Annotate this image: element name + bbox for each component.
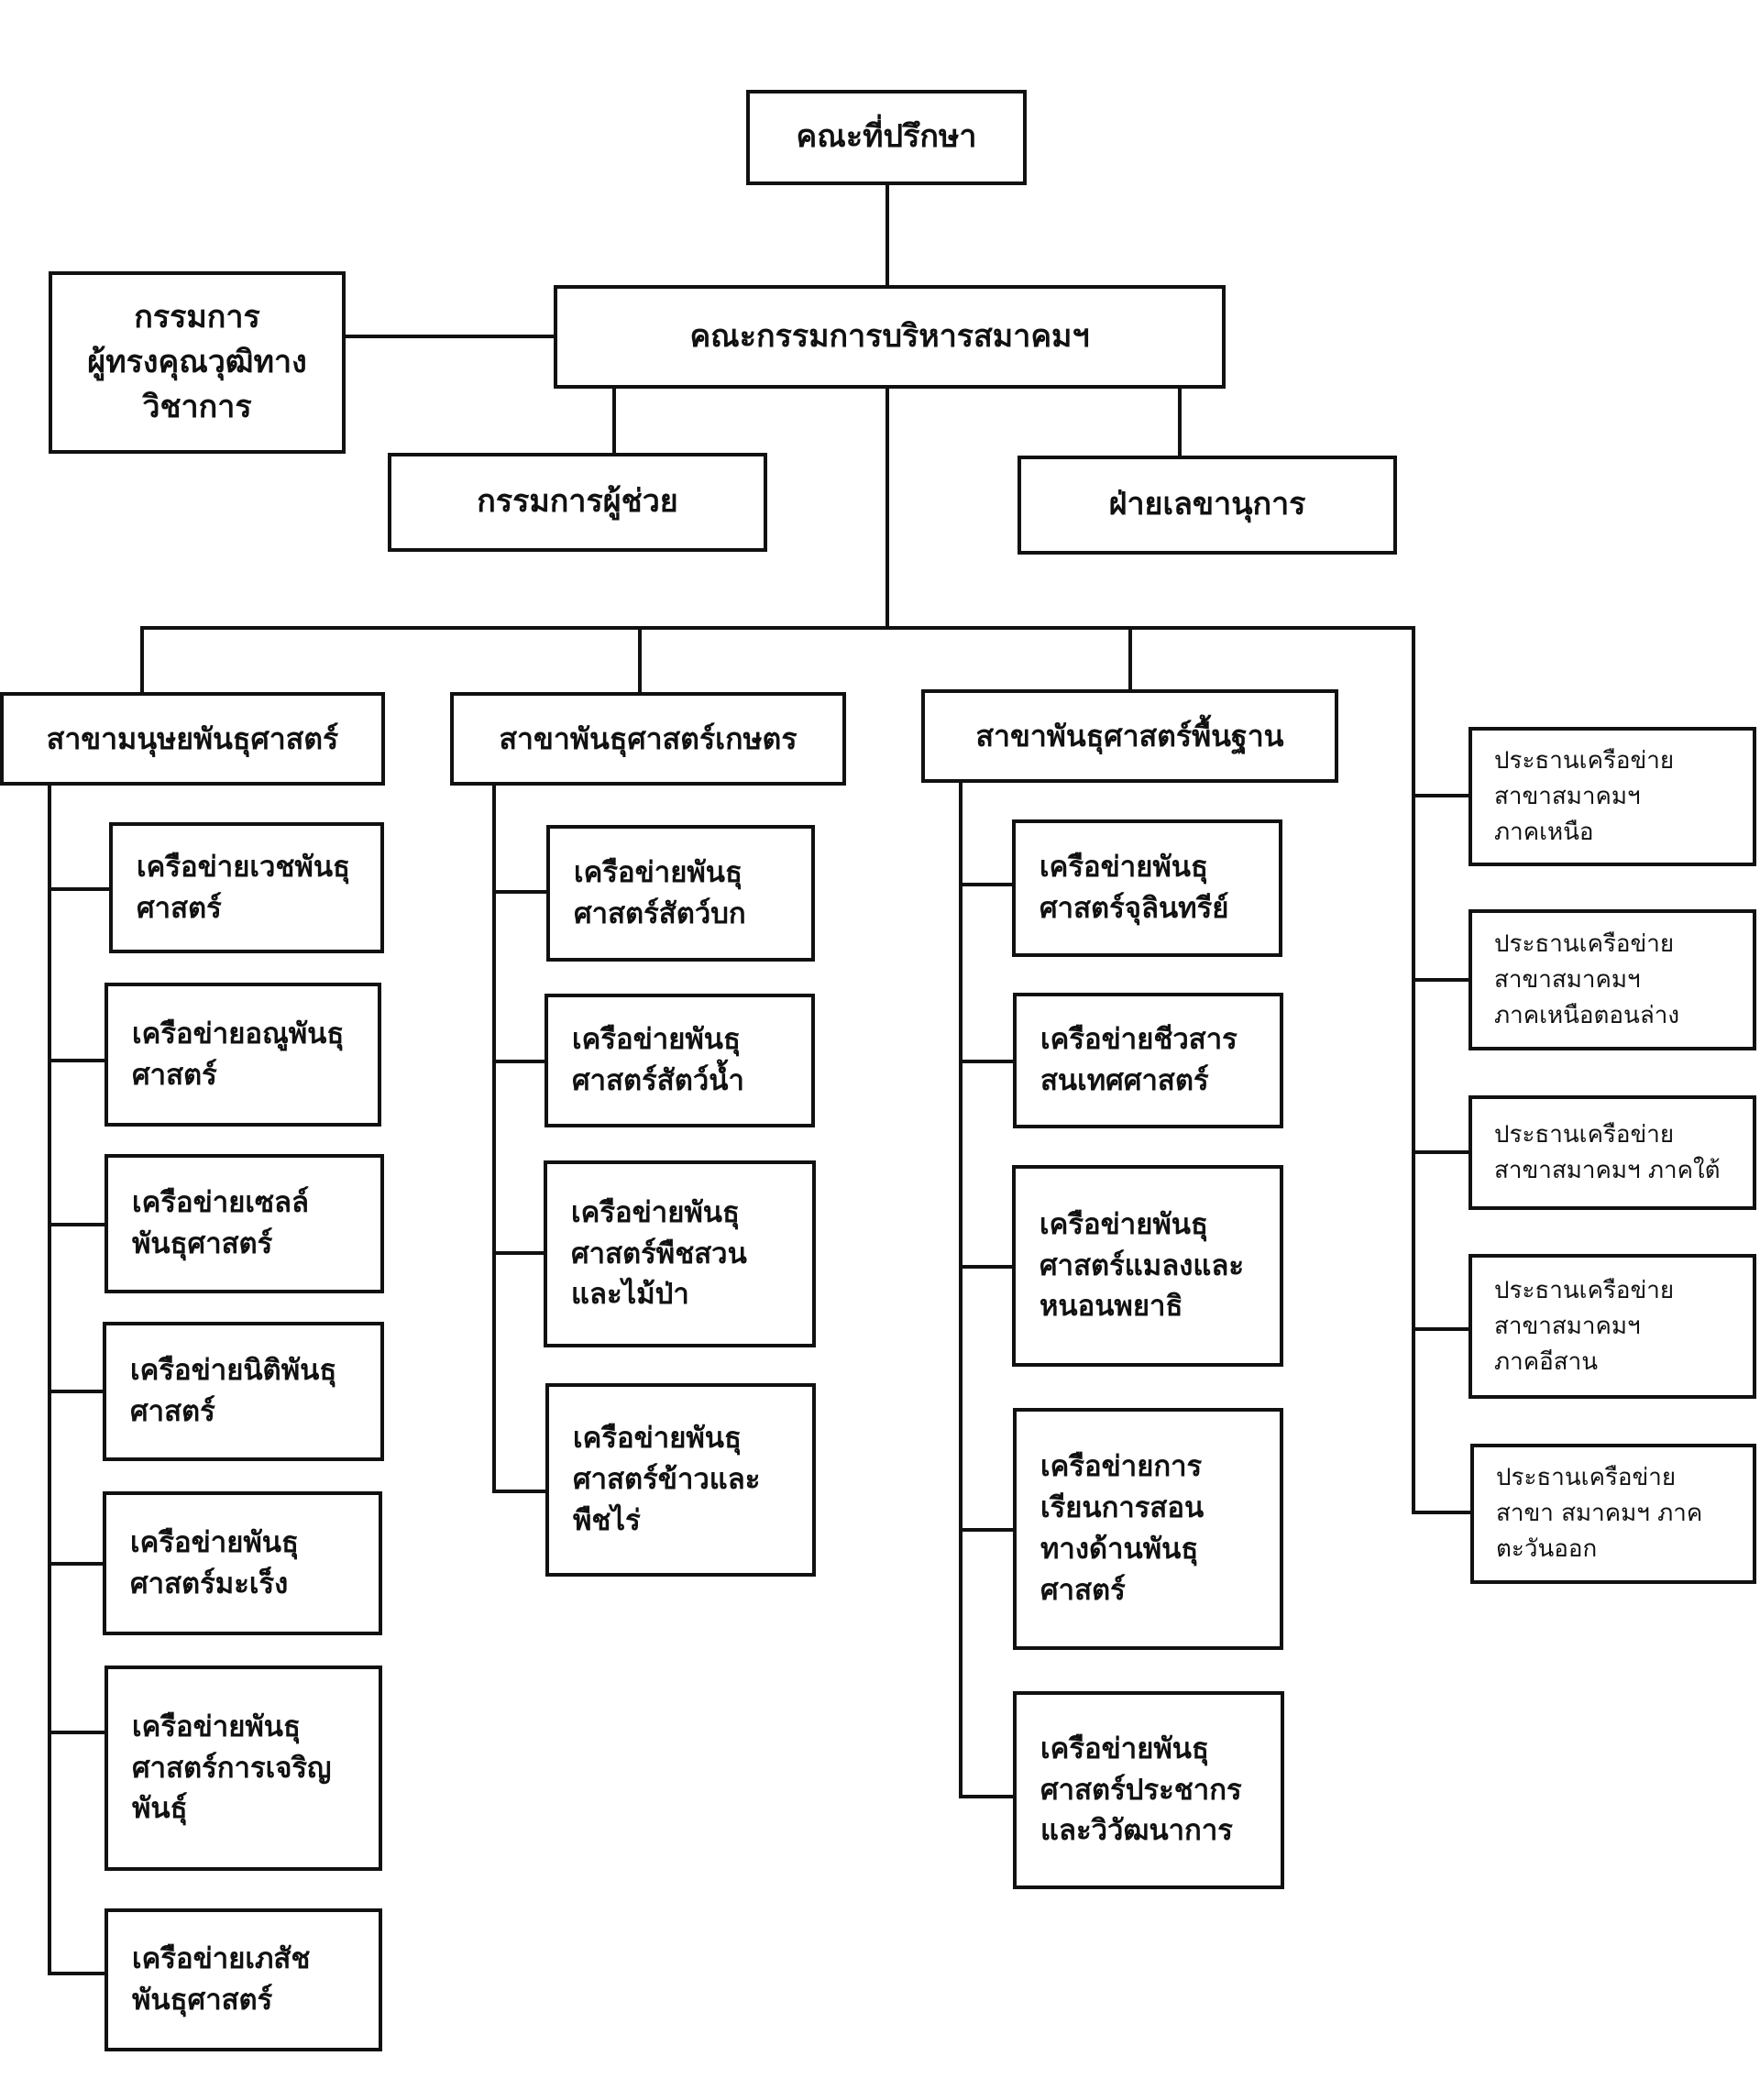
- regional-chair-northeast: ประธานเครือข่าย สาขาสมาคมฯ ภาคอีสาน: [1468, 1254, 1756, 1399]
- network-molecular-genetics: เครือข่ายอณูพันธุ ศาสตร์: [104, 983, 381, 1127]
- network-aquatic-animal-genetics: เครือข่ายพันธุ ศาสตร์สัตว์น้ำ: [544, 994, 815, 1127]
- secretariat-box: ฝ่ายเลขานุการ: [1018, 456, 1397, 555]
- division-basic-genetics: สาขาพันธุศาสตร์พื้นฐาน: [921, 689, 1338, 783]
- honorary-academic-box: กรรมการ ผู้ทรงคุณวุฒิทาง วิชาการ: [49, 271, 346, 454]
- regional-chair-north: ประธานเครือข่าย สาขาสมาคมฯ ภาคเหนือ: [1468, 727, 1756, 866]
- network-pharmacogenetics: เครือข่ายเภสัช พันธุศาสตร์: [104, 1908, 382, 2051]
- network-rice-field-crop-genetics: เครือข่ายพันธุ ศาสตร์ข้าวและ พืชไร่: [545, 1383, 816, 1577]
- regional-chair-south: ประธานเครือข่าย สาขาสมาคมฯ ภาคใต้: [1468, 1095, 1756, 1210]
- network-cytogenetics: เครือข่ายเซลล์ พันธุศาสตร์: [104, 1154, 384, 1293]
- advisors-box: คณะที่ปรึกษา: [746, 90, 1027, 185]
- network-horticulture-forestry-genetics: เครือข่ายพันธุ ศาสตร์พืชสวน และไม้ป่า: [544, 1160, 816, 1347]
- network-livestock-genetics: เครือข่ายพันธุ ศาสตร์สัตว์บก: [546, 825, 815, 962]
- network-bioinformatics: เครือข่ายชีวสาร สนเทศศาสตร์: [1013, 993, 1283, 1128]
- network-genetics-education: เครือข่ายการ เรียนการสอน ทางด้านพันธุ ศา…: [1013, 1408, 1283, 1650]
- network-cancer-genetics: เครือข่ายพันธุ ศาสตร์มะเร็ง: [103, 1491, 382, 1635]
- division-agricultural-genetics: สาขาพันธุศาสตร์เกษตร: [450, 692, 846, 786]
- regional-chair-lower-north: ประธานเครือข่าย สาขาสมาคมฯ ภาคเหนือตอนล่…: [1468, 909, 1756, 1050]
- network-forensic-genetics: เครือข่ายนิติพันธุ ศาสตร์: [103, 1322, 384, 1461]
- division-human-genetics: สาขามนุษยพันธุศาสตร์: [0, 692, 385, 786]
- assistant-committee-box: กรรมการผู้ช่วย: [388, 453, 767, 552]
- network-insect-helminth-genetics: เครือข่ายพันธุ ศาสตร์แมลงและ หนอนพยาธิ: [1012, 1165, 1283, 1367]
- network-microbial-genetics: เครือข่ายพันธุ ศาสตร์จุลินทรีย์: [1012, 819, 1282, 957]
- executive-committee-box: คณะกรรมการบริหารสมาคมฯ: [554, 285, 1226, 389]
- network-reproductive-genetics: เครือข่ายพันธุ ศาสตร์การเจริญ พันธุ์: [104, 1666, 382, 1871]
- network-medical-genetics: เครือข่ายเวชพันธุ ศาสตร์: [109, 822, 384, 953]
- regional-chair-east: ประธานเครือข่าย สาขา สมาคมฯ ภาค ตะวันออก: [1470, 1444, 1756, 1584]
- network-population-evolutionary-genetics: เครือข่ายพันธุ ศาสตร์ประชากร และวิวัฒนาก…: [1013, 1691, 1284, 1889]
